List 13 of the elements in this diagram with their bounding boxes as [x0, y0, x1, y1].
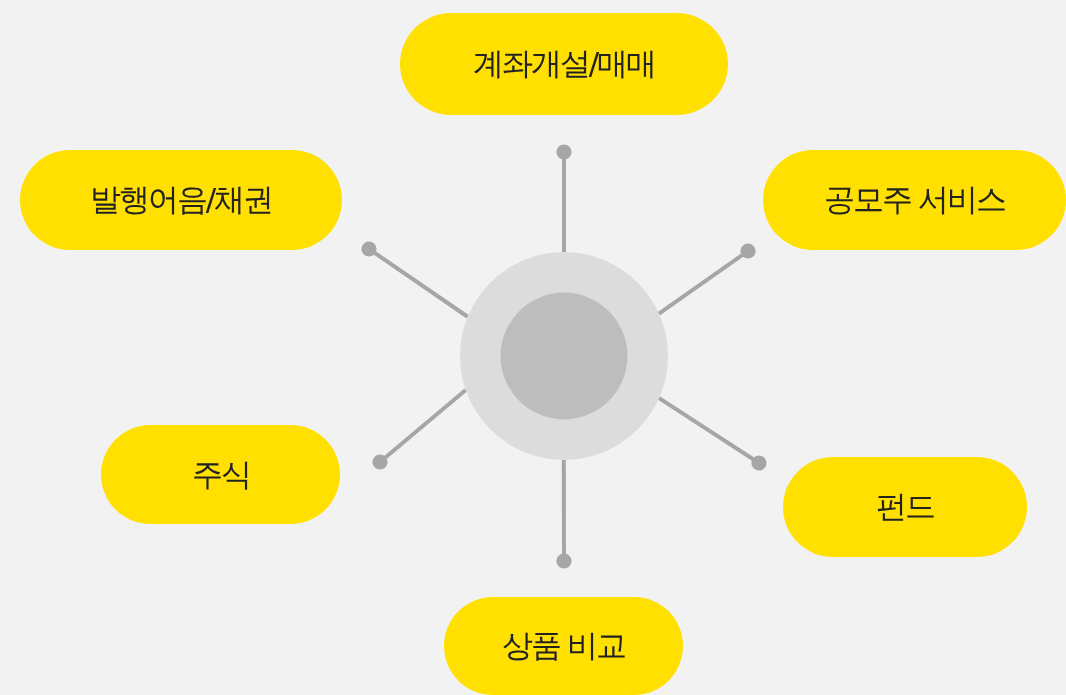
connector-line: [657, 243, 756, 316]
pill-box: [763, 150, 1066, 250]
connector-line: [372, 388, 467, 470]
node-label: 상품 비교: [501, 626, 626, 665]
node-label: 펀드: [876, 487, 934, 526]
node-label: 발행어음/채권: [89, 180, 273, 219]
connector-line: [556, 144, 572, 252]
connector-line: [556, 460, 572, 569]
node-label: 계좌개설/매매: [472, 44, 656, 83]
node-label: 공모주 서비스: [823, 180, 1006, 219]
node-label: 주식: [191, 454, 250, 494]
connector-line: [361, 241, 469, 319]
connector-line: [658, 396, 767, 471]
